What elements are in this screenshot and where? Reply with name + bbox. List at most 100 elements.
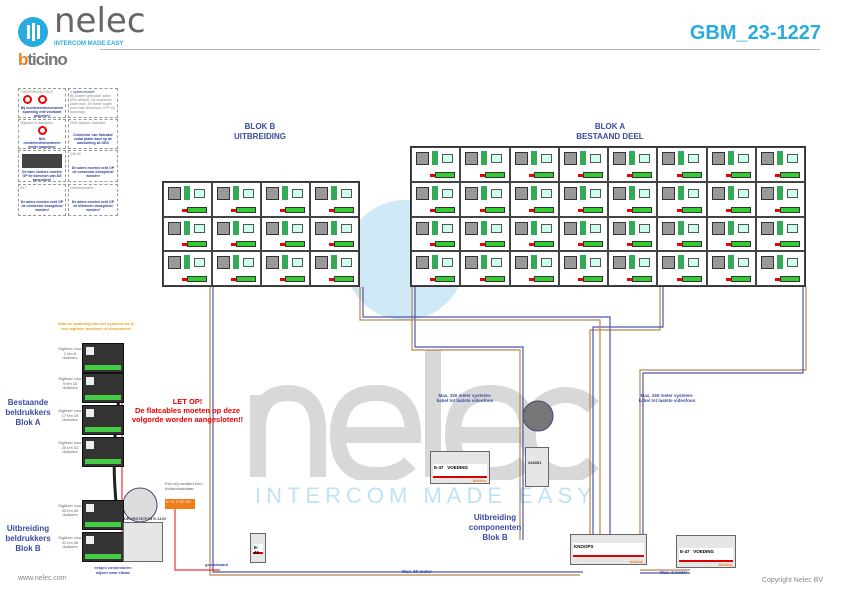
monitor-icon [491, 188, 503, 198]
knoops-label: KNOOPS [574, 544, 594, 549]
digitizer-module [82, 437, 124, 467]
doorbell-button-icon [329, 241, 354, 248]
blok-b-title-line2: UITBREIDING [234, 131, 286, 141]
monitor-icon [737, 188, 749, 198]
video-module-icon [266, 187, 279, 200]
legend-title: Digitalen & flatcables [20, 121, 53, 125]
doorbell-button-icon [725, 171, 751, 178]
video-module-icon [613, 221, 626, 235]
brand-label: bticino [718, 562, 732, 567]
terminal-icon [282, 186, 288, 200]
digitizer-module [82, 373, 124, 403]
panel-cell [755, 147, 805, 182]
video-module-icon [217, 221, 230, 235]
brand-tagline: INTERCOM MADE EASY [54, 41, 124, 47]
terminal-strip [85, 365, 121, 370]
doorbell-button-icon [578, 241, 603, 248]
monitor-icon [442, 188, 453, 198]
doorbell-button-icon [430, 241, 456, 248]
cable-tag: geplakkaard [205, 562, 229, 567]
monitor-icon [688, 188, 700, 198]
legend-note: Bij andere gebruikte kabel 60% afstand. … [70, 94, 115, 115]
website-link[interactable]: www.nelec.com [18, 575, 67, 582]
doorbell-button-icon [578, 171, 603, 178]
monitor-icon [540, 188, 552, 198]
doorbell-button-icon [528, 171, 554, 178]
doorbell-button-icon [676, 276, 702, 282]
panel-cell [310, 216, 359, 252]
panel-cell [755, 216, 805, 252]
terminal-icon [432, 220, 438, 235]
digitizer-module [82, 532, 124, 562]
door-station-label: DEURSTATION E-110V [124, 516, 167, 521]
doorbell-button-icon [231, 206, 256, 213]
document-id: GBM_23-1227 [689, 22, 821, 44]
label-line: Bestaande [7, 398, 49, 407]
terminal-icon [282, 255, 288, 270]
terminal-icon [678, 255, 685, 270]
terminal-strip [85, 459, 121, 464]
monitor-icon [786, 154, 798, 163]
terminal-icon [530, 255, 537, 270]
digitizer-label: Digitizer voor 41 t/m 48 drukkers [58, 535, 82, 550]
watermark-letter [519, 387, 599, 480]
doorbell-button-icon [775, 171, 800, 178]
wire [592, 287, 664, 540]
brand-label: bticino [472, 478, 486, 483]
panel-cell [212, 182, 261, 217]
terminal-icon [282, 220, 288, 235]
panel-cell [212, 251, 261, 286]
doorbell-button-icon [775, 241, 800, 248]
doorbell-button-icon [479, 241, 505, 248]
no-entry-icon [38, 95, 47, 105]
terminal-icon [331, 220, 337, 235]
monitor-icon [737, 154, 749, 163]
watermark-tagline: INTERCOM MADE EASY [255, 483, 597, 508]
connector-note: eekjes connectoren wijzen naar elkaar [94, 565, 132, 575]
monitor-icon [639, 223, 650, 233]
video-module-icon [514, 256, 528, 270]
label-line: beldrukkers [5, 408, 51, 417]
terminal-icon [629, 185, 635, 200]
doorbell-button-icon [280, 241, 305, 248]
video-module-icon [711, 221, 725, 235]
e46-label: E-46 [253, 544, 263, 555]
panel-cell [460, 251, 510, 286]
video-module-icon [514, 152, 528, 165]
video-module-icon [711, 256, 725, 270]
video-module-icon [563, 256, 577, 270]
doorbell-button-icon [280, 276, 305, 282]
monitor-icon [243, 189, 254, 198]
monitor-icon [786, 258, 798, 268]
wire [359, 287, 601, 540]
no-entry-icon [23, 95, 32, 105]
blok-b-title-line1: BLOK B [244, 122, 276, 131]
doorbell-button-icon [528, 241, 554, 248]
blok-a-panel-grid [410, 146, 806, 287]
terminal-strip [85, 554, 121, 559]
digitizer-label: Digitizer voor 1 t/m 8 drukkers [58, 346, 82, 361]
brand-label: bticino [629, 559, 643, 564]
wire [414, 287, 524, 540]
header-divider [100, 49, 820, 50]
video-module-icon [711, 186, 725, 200]
legend-title: TWEEDRAADS BUS [20, 90, 53, 94]
panel-cell [163, 251, 212, 286]
digitizer-label: Digitizer voor 17 t/m 24 drukkers [58, 408, 82, 423]
doorbell-button-icon [182, 276, 207, 282]
terminal-icon [331, 255, 337, 270]
terminal-icon [727, 185, 734, 200]
monitor-icon [688, 223, 700, 233]
monitor-icon [341, 223, 352, 233]
panel-cell [706, 147, 756, 182]
doorbell-button-icon [725, 241, 751, 248]
watermark-letter [444, 384, 537, 480]
video-module-icon [662, 221, 676, 235]
video-module-icon [760, 186, 774, 200]
monitor-icon [589, 223, 601, 233]
max150-left-note: Max. 150 meter systeem-kabel tot laatste… [436, 393, 494, 404]
